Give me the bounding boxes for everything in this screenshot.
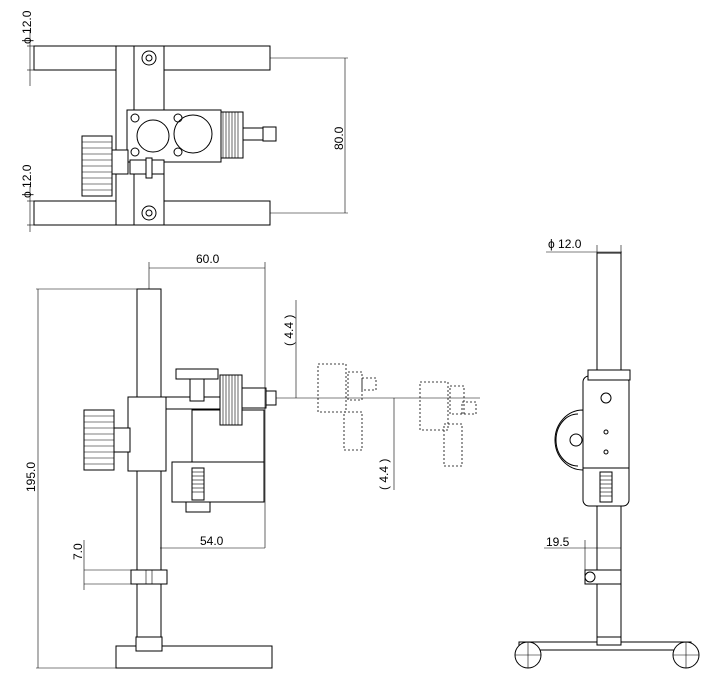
- dim-span-top-view: 80.0: [332, 126, 346, 150]
- dim-rod-diameter-side: ϕ 12.0: [548, 237, 582, 251]
- front-view: [36, 262, 480, 669]
- dim-reach-front: 54.0: [200, 534, 224, 548]
- dim-width-front: 60.0: [196, 252, 220, 266]
- dim-height-front: 195.0: [24, 462, 38, 492]
- dim-rod-diameter-top: ϕ 12.0: [20, 10, 34, 44]
- dim-offset-upper: ( 4.4 ): [282, 315, 296, 346]
- dim-offset-lower: ( 4.4 ): [377, 459, 391, 490]
- dim-rod-diameter-bottom: ϕ 12.0: [20, 164, 34, 198]
- dim-collar-width-side: 19.5: [546, 535, 570, 549]
- dim-collar-height: 7.0: [71, 543, 85, 560]
- top-view: [27, 30, 348, 232]
- side-view: [514, 245, 700, 669]
- ghost-positions: [317, 363, 477, 467]
